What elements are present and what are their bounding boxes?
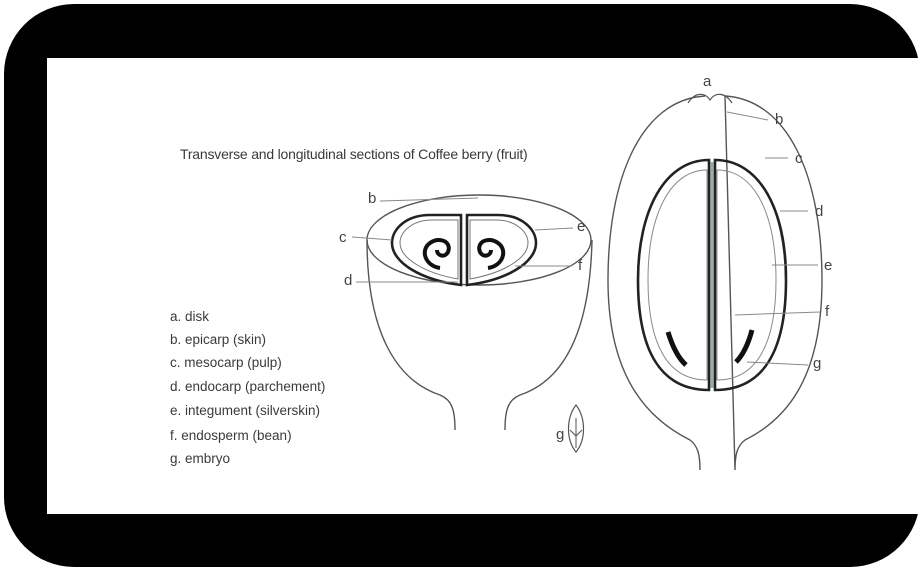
legend-item-embryo: g. embryo — [170, 451, 230, 466]
longitudinal-label-c: c — [795, 150, 803, 167]
transverse-label-e: e — [577, 218, 585, 235]
transverse-label-b: b — [368, 190, 376, 207]
embryo-label-g: g — [556, 426, 564, 443]
transverse-label-d: d — [344, 272, 352, 289]
legend-item-endosperm: f. endosperm (bean) — [170, 428, 292, 443]
longitudinal-label-a: a — [703, 73, 711, 90]
transverse-label-f: f — [578, 257, 582, 274]
diagram-title: Transverse and longitudinal sections of … — [180, 146, 528, 162]
longitudinal-right-seed — [715, 160, 786, 390]
legend-item-mesocarp: c. mesocarp (pulp) — [170, 355, 282, 370]
longitudinal-label-b: b — [775, 111, 783, 128]
longitudinal-label-g: g — [813, 355, 821, 372]
legend-item-epicarp: b. epicarp (skin) — [170, 332, 266, 347]
longitudinal-label-e: e — [824, 257, 832, 274]
transverse-section-body — [367, 240, 592, 430]
longitudinal-left-embryo — [668, 332, 686, 365]
longitudinal-label-d: d — [815, 203, 823, 220]
longitudinal-label-f: f — [825, 303, 829, 320]
legend-item-integument: e. integument (silverskin) — [170, 403, 320, 418]
transverse-label-c: c — [339, 229, 347, 246]
longitudinal-right-embryo — [736, 330, 752, 362]
transverse-left-embryo — [425, 240, 449, 268]
transverse-right-embryo — [479, 240, 503, 268]
longitudinal-left-seed — [638, 160, 709, 390]
legend-item-endocarp: d. endocarp (parchement) — [170, 379, 325, 394]
legend-item-disk: a. disk — [170, 309, 209, 324]
